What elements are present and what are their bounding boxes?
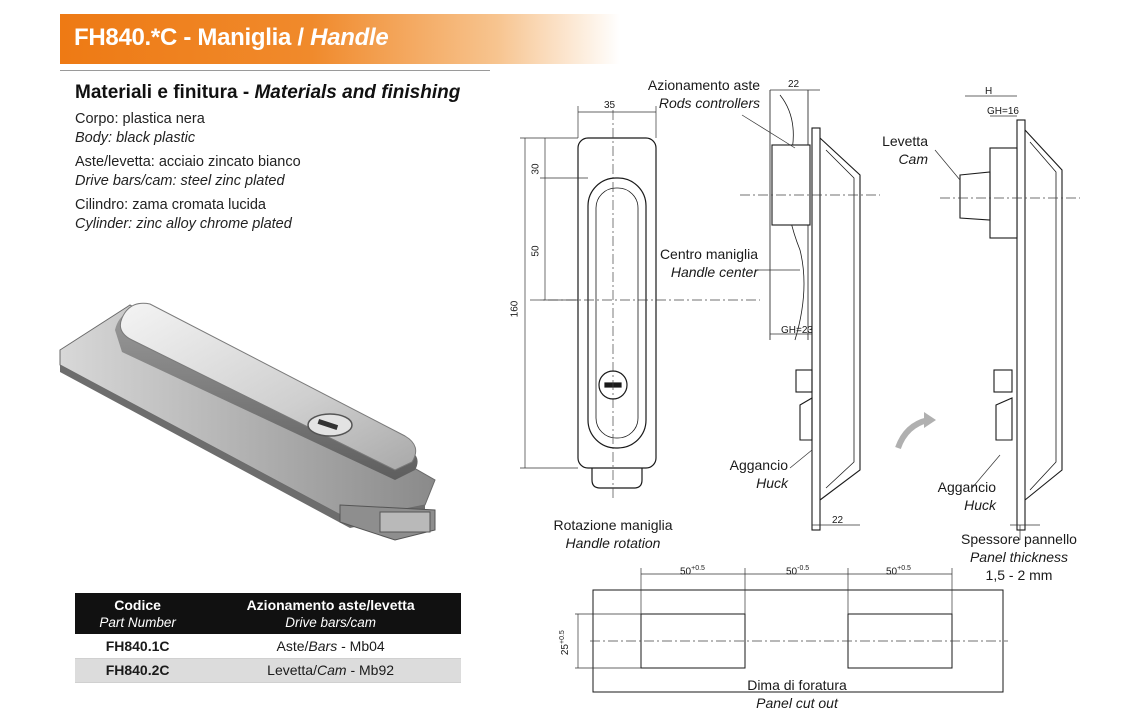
part-code: FH840.1C (75, 634, 201, 659)
label-huck-1: Aggancio Huck (729, 457, 788, 491)
dim-22-top: 22 (788, 79, 800, 90)
title-slash: / (291, 24, 311, 51)
product-code: FH840.*C (74, 24, 177, 51)
label-handle-rotation: Rotazione maniglia Handle rotation (553, 517, 673, 551)
title-bar (60, 14, 620, 64)
label-panel-cutout: Dima di foratura Panel cut out (747, 677, 847, 711)
drive-type: Levetta/Cam - Mb92 (200, 658, 461, 683)
material-it: Aste/levetta: acciaio zincato bianco (75, 154, 301, 170)
front-view-body (577, 137, 657, 469)
material-item: Corpo: plastica nera Body: black plastic (75, 110, 205, 148)
drive-en: Bars (308, 637, 338, 654)
product-name-en: Handle (310, 24, 389, 51)
dim-35: 35 (604, 100, 616, 111)
drive-en: Cam (317, 662, 347, 678)
dim-gh16: GH=16 (987, 106, 1019, 117)
label-panel-thickness: Spessore pannello Panel thickness 1,5 - … (961, 531, 1077, 583)
material-en: Drive bars/cam: steel zinc plated (75, 173, 285, 189)
part-number-table: Codice Part Number Azionamento aste/leve… (75, 593, 461, 683)
header-code-en: Part Number (99, 615, 176, 630)
label-huck-2: Aggancio Huck (937, 479, 996, 513)
material-it: Corpo: plastica nera (75, 111, 205, 127)
dim-160: 160 (509, 300, 521, 318)
page-title: FH840.*C - Maniglia / Handle (74, 24, 389, 52)
materials-heading-en: Materials and finishing (254, 82, 461, 103)
handle-illustration (59, 302, 436, 541)
dim-cut-50c: 50+0.5 (886, 565, 911, 578)
title-separator: - (176, 24, 198, 51)
dim-50: 50 (530, 245, 542, 257)
dim-cut-50b: 50-0.5 (786, 565, 810, 578)
dim-gh23: GH=23 (781, 325, 813, 336)
drive-model: - Mb92 (346, 662, 395, 678)
dim-cut-25: 25+0.5 (558, 630, 572, 656)
dim-22-bottom: 22 (832, 515, 844, 526)
materials-heading-it: Materiali e finitura - (75, 82, 255, 103)
table-row: FH840.2C Levetta/Cam - Mb92 (75, 658, 461, 683)
header-drive-en: Drive bars/cam (285, 615, 376, 630)
material-item: Cilindro: zama cromata lucida Cylinder: … (75, 196, 292, 234)
header-rule (60, 70, 490, 71)
material-en: Body: black plastic (75, 130, 196, 146)
header-drive-it: Azionamento aste/levetta (246, 597, 415, 613)
table-row: FH840.1C Aste/Bars - Mb04 (75, 634, 461, 659)
dim-cut-50a: 50+0.5 (680, 565, 705, 578)
label-rods: Azionamento aste Rods controllers (647, 77, 760, 111)
front-view-recess (587, 177, 647, 449)
dim-h: H (985, 86, 993, 97)
drive-it: Levetta/ (267, 662, 317, 678)
column-header-code: Codice Part Number (75, 593, 201, 634)
label-cam: Levetta Cam (882, 133, 928, 167)
part-code: FH840.2C (75, 658, 201, 683)
material-item: Aste/levetta: acciaio zincato bianco Dri… (75, 153, 301, 191)
material-en: Cylinder: zinc alloy chrome plated (75, 216, 292, 232)
material-it: Cilindro: zama cromata lucida (75, 197, 266, 213)
drive-type: Aste/Bars - Mb04 (200, 634, 461, 659)
drive-model: - Mb04 (337, 637, 385, 654)
dim-30: 30 (530, 163, 542, 175)
column-header-drive: Azionamento aste/levetta Drive bars/cam (200, 593, 461, 634)
product-name-it: Maniglia (197, 24, 292, 51)
table-header-row: Codice Part Number Azionamento aste/leve… (75, 593, 461, 634)
header-code-it: Codice (114, 597, 161, 613)
drive-it: Aste/ (276, 637, 309, 654)
label-handle-center: Centro maniglia Handle center (659, 246, 758, 280)
materials-heading: Materiali e finitura - Materials and fin… (75, 82, 460, 104)
